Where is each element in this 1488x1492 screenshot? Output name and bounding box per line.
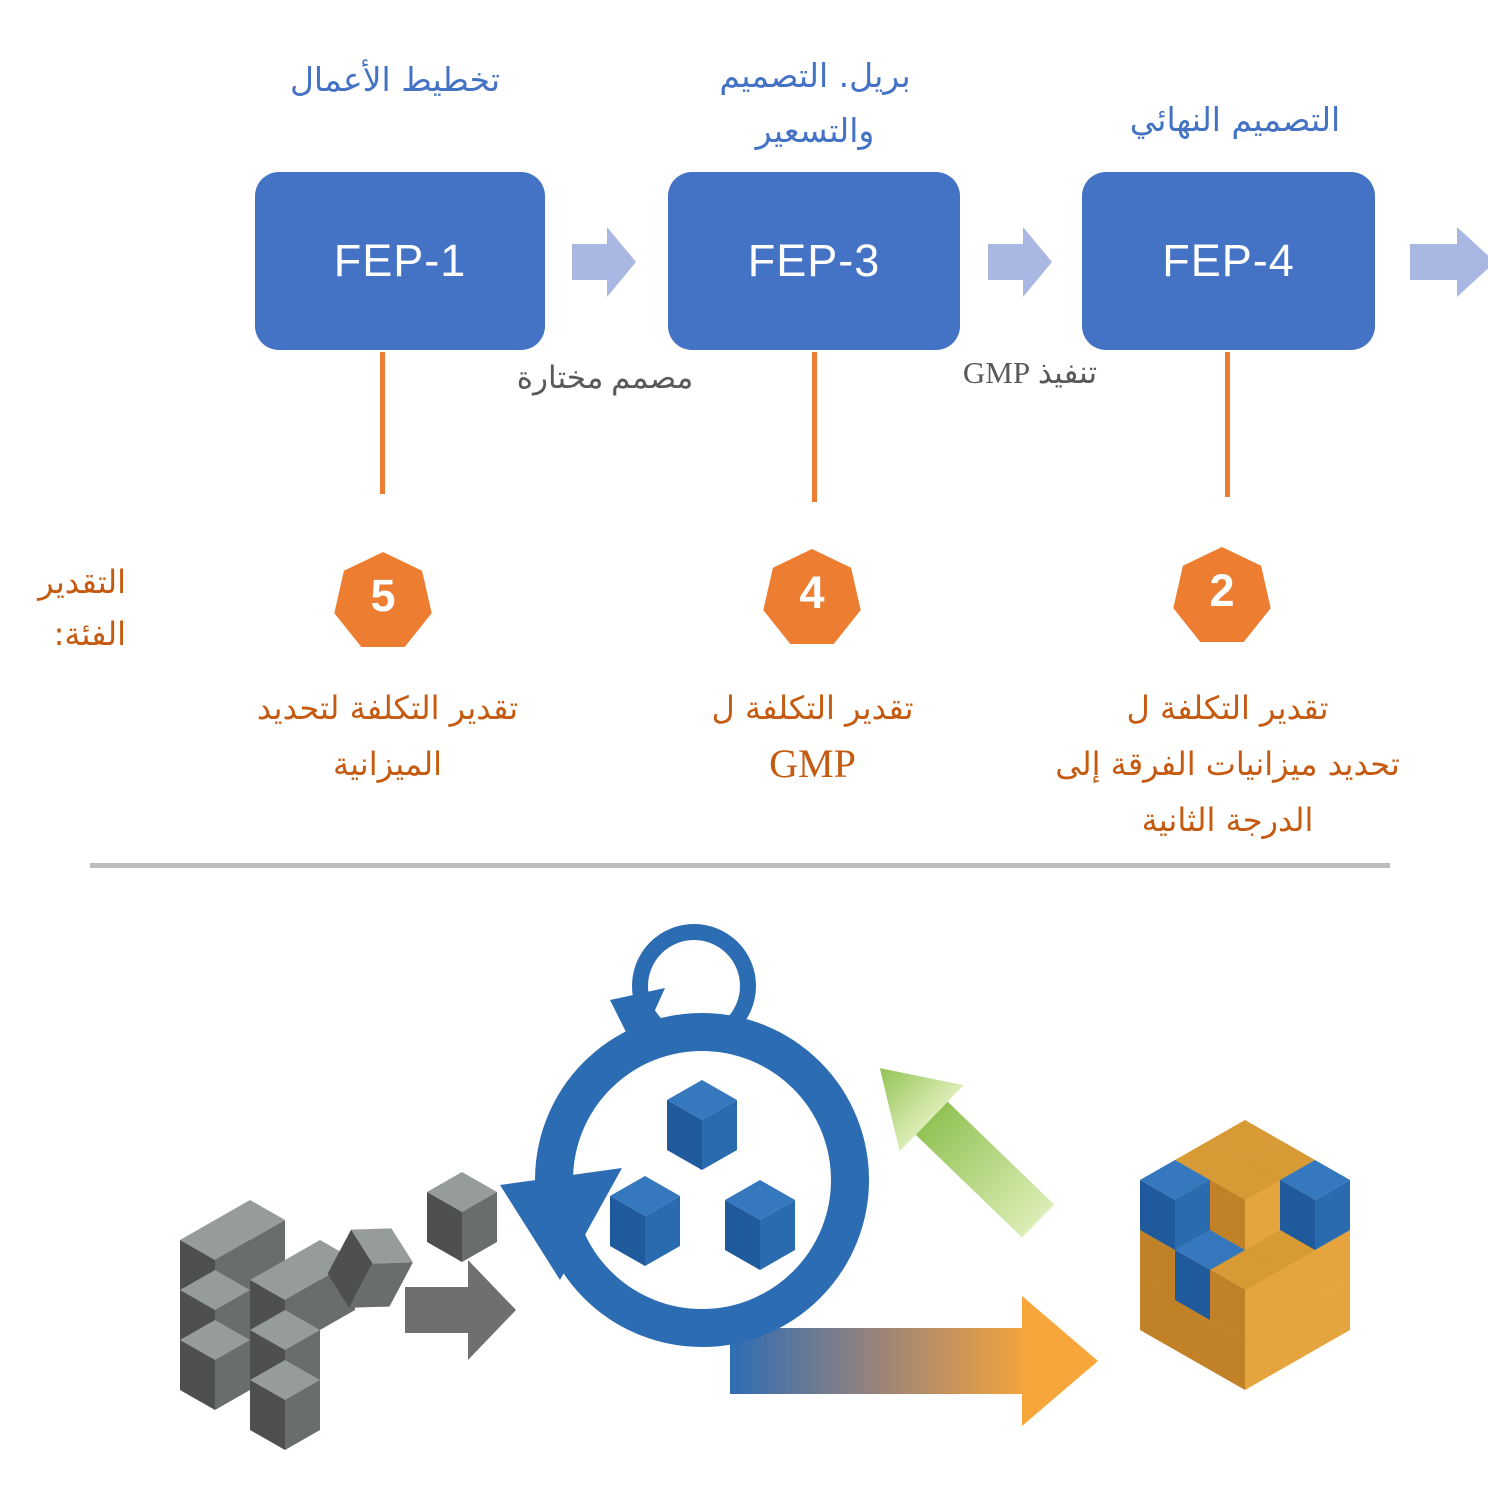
stage-box-fep4: FEP-4 [1082, 172, 1375, 350]
green-arrow-icon [879, 1068, 1055, 1238]
note-line: تقدير التكلفة ل [711, 689, 914, 727]
section-divider [90, 863, 1390, 868]
estimate-note-fep3: تقدير التكلفة ل GMP [655, 680, 970, 792]
heptagon-icon [334, 552, 432, 647]
estimate-note-fep1: تقدير التكلفة لتحديد الميزانية [190, 680, 585, 792]
connector-line [812, 352, 817, 502]
transition-label-gmp-execution: تنفيذ GMP [962, 355, 1098, 390]
axis-label-line: التقدير [38, 563, 126, 601]
heptagon-icon [763, 549, 861, 644]
connector-line [1225, 352, 1230, 497]
estimate-note-fep4: تقدير التكلفة ل تحديد ميزانيات الفرقة إل… [1025, 680, 1430, 848]
heptagon-icon [1173, 547, 1271, 642]
estimate-class-heptagon-2: 2 [1172, 547, 1272, 643]
phase-label-business-planning: تخطيط الأعمال [230, 52, 560, 107]
flow-arrow-icon [1410, 227, 1488, 297]
axis-label-line: الفئة: [53, 615, 126, 653]
estimate-axis-label: التقدير الفئة: [8, 556, 126, 660]
note-line-gmp: GMP [769, 741, 856, 786]
note-line: الميزانية [332, 745, 443, 783]
phase-label-line: والتسعير [755, 111, 875, 150]
cycle-cubes-icon [610, 1080, 795, 1270]
gradient-arrow-icon [730, 1296, 1098, 1426]
agile-cycle-icon [500, 924, 869, 1347]
estimate-class-heptagon-4: 4 [762, 549, 862, 645]
phase-label-final-design: التصميم النهائي [1075, 92, 1395, 147]
phase-label-design-pricing: بريل. التصميم والتسعير [675, 48, 955, 158]
flow-arrow-icon [572, 227, 636, 297]
estimate-class-heptagon-5: 5 [333, 552, 433, 648]
stage-box-fep3: FEP-3 [668, 172, 960, 350]
orange-cube-assembly [1140, 1120, 1350, 1390]
stage-box-label: FEP-1 [333, 235, 467, 286]
stage-box-fep1: FEP-1 [255, 172, 545, 350]
note-line: تقدير التكلفة لتحديد [256, 689, 519, 727]
stage-box-label: FEP-4 [1162, 235, 1295, 286]
phase-label-line: بريل. التصميم [719, 56, 911, 95]
phase-label-line: التصميم النهائي [1129, 100, 1341, 139]
estimate-class-number: 5 [370, 570, 396, 621]
stage-box-label: FEP-3 [747, 235, 881, 286]
gray-arrow-icon [405, 1260, 516, 1360]
transition-label-selected-designer: مصمم مختارة [516, 360, 694, 395]
estimate-class-number: 4 [799, 567, 825, 618]
flow-arrow-icon [988, 227, 1052, 297]
note-line: تحديد ميزانيات الفرقة إلى [1055, 745, 1400, 783]
note-line: الدرجة الثانية [1141, 801, 1314, 839]
connector-line [380, 352, 385, 494]
estimate-class-number: 2 [1209, 565, 1235, 616]
note-line: تقدير التكلفة ل [1126, 689, 1329, 727]
phase-label-line: تخطيط الأعمال [289, 60, 501, 99]
